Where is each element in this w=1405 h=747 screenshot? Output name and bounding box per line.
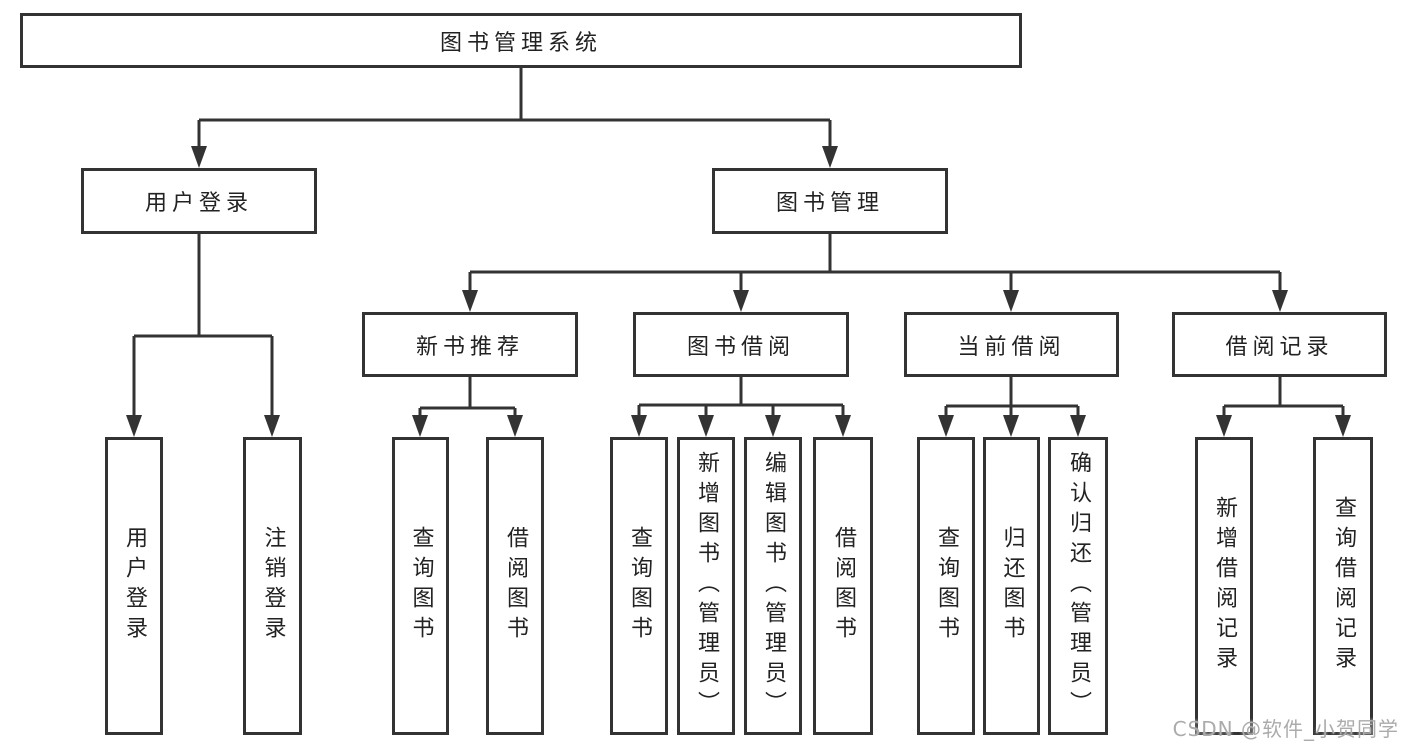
down-arrowhead: [765, 415, 781, 437]
leaf-add-borrow-record-label: 新增借阅记录: [1212, 496, 1237, 676]
node-user-login: 用户登录: [81, 168, 317, 234]
down-arrowhead: [631, 415, 647, 437]
connector-book-management-children: [462, 234, 1288, 312]
leaf-borrow-books-label: 借阅图书: [831, 526, 856, 646]
down-arrowhead: [191, 146, 207, 168]
leaf-confirm-return-admin: 确认归还（管理员）: [1048, 437, 1108, 735]
leaf-logout-label: 注销登录: [260, 526, 286, 646]
connector-line: [944, 377, 1080, 419]
node-current-borrow-label: 当前借阅: [957, 334, 1066, 360]
down-arrowhead: [938, 415, 954, 437]
down-arrowhead: [462, 290, 478, 312]
node-book-management: 图书管理: [712, 168, 948, 234]
leaf-borrow-books: 借阅图书: [813, 437, 873, 735]
csdn-watermark: CSDN @软件_小贺同学: [1172, 717, 1399, 741]
leaf-user-login-label: 用户登录: [122, 526, 147, 646]
leaf-edit-book-admin: 编辑图书（管理员）: [744, 437, 802, 735]
down-arrowhead: [1070, 415, 1086, 437]
down-arrowhead: [412, 415, 428, 437]
down-arrowhead: [1003, 415, 1019, 437]
node-book-management-label: 图书管理: [775, 191, 884, 216]
node-book-borrow-label: 图书借阅: [686, 334, 795, 360]
node-borrow-records: 借阅记录: [1172, 312, 1387, 377]
node-borrow-records-label: 借阅记录: [1225, 334, 1334, 360]
connector-line: [637, 377, 845, 419]
down-arrowhead: [698, 415, 714, 437]
leaf-user-login: 用户登录: [105, 437, 163, 735]
down-arrowhead: [264, 415, 280, 437]
connector-root-to-level2: [191, 68, 838, 168]
leaf-add-book-admin: 新增图书（管理员）: [677, 437, 735, 735]
leaf-query-borrow-record: 查询借阅记录: [1313, 437, 1373, 735]
connector-line: [132, 234, 274, 419]
leaf-add-borrow-record: 新增借阅记录: [1195, 437, 1253, 735]
down-arrowhead: [1335, 415, 1351, 437]
down-arrowhead: [835, 415, 851, 437]
connector-line: [1222, 377, 1345, 419]
node-user-login-label: 用户登录: [144, 191, 253, 216]
down-arrowhead: [126, 415, 142, 437]
connector-borrow-records-children: [1216, 377, 1351, 437]
node-root-library-system: 图书管理系统: [20, 13, 1022, 68]
connector-user-login-children: [126, 234, 280, 437]
down-arrowhead: [507, 415, 523, 437]
leaf-query-books-borrow: 查询图书: [610, 437, 668, 735]
leaf-query-books-new: 查询图书: [392, 437, 449, 735]
down-arrowhead: [733, 290, 749, 312]
connector-line: [418, 377, 517, 419]
leaf-query-books-current: 查询图书: [917, 437, 975, 735]
connector-current-borrow-children: [938, 377, 1086, 437]
leaf-query-books-current-label: 查询图书: [934, 526, 959, 646]
leaf-borrow-books-new: 借阅图书: [486, 437, 544, 735]
leaf-return-books-label: 归还图书: [999, 526, 1025, 646]
leaf-query-books-borrow-label: 查询图书: [627, 526, 652, 646]
leaf-query-books-new-label: 查询图书: [408, 526, 434, 646]
leaf-query-borrow-record-label: 查询借阅记录: [1331, 496, 1356, 676]
down-arrowhead: [822, 146, 838, 168]
leaf-add-book-admin-label: 新增图书（管理员）: [694, 451, 719, 721]
node-current-borrow: 当前借阅: [904, 312, 1119, 377]
node-new-book-recommend-label: 新书推荐: [415, 334, 524, 360]
leaf-return-books: 归还图书: [983, 437, 1040, 735]
leaf-confirm-return-admin-label: 确认归还（管理员）: [1066, 451, 1091, 721]
leaf-borrow-books-new-label: 借阅图书: [503, 526, 528, 646]
down-arrowhead: [1272, 290, 1288, 312]
down-arrowhead: [1216, 415, 1232, 437]
connector-line: [468, 234, 1282, 294]
node-new-book-recommend: 新书推荐: [362, 312, 578, 377]
connector-book-borrow-children: [631, 377, 851, 437]
connector-line: [197, 68, 832, 150]
connector-new-books-children: [412, 377, 523, 437]
leaf-edit-book-admin-label: 编辑图书（管理员）: [761, 451, 786, 721]
down-arrowhead: [1003, 290, 1019, 312]
leaf-logout: 注销登录: [243, 437, 302, 735]
node-book-borrow: 图书借阅: [633, 312, 849, 377]
node-root-label: 图书管理系统: [439, 30, 602, 56]
